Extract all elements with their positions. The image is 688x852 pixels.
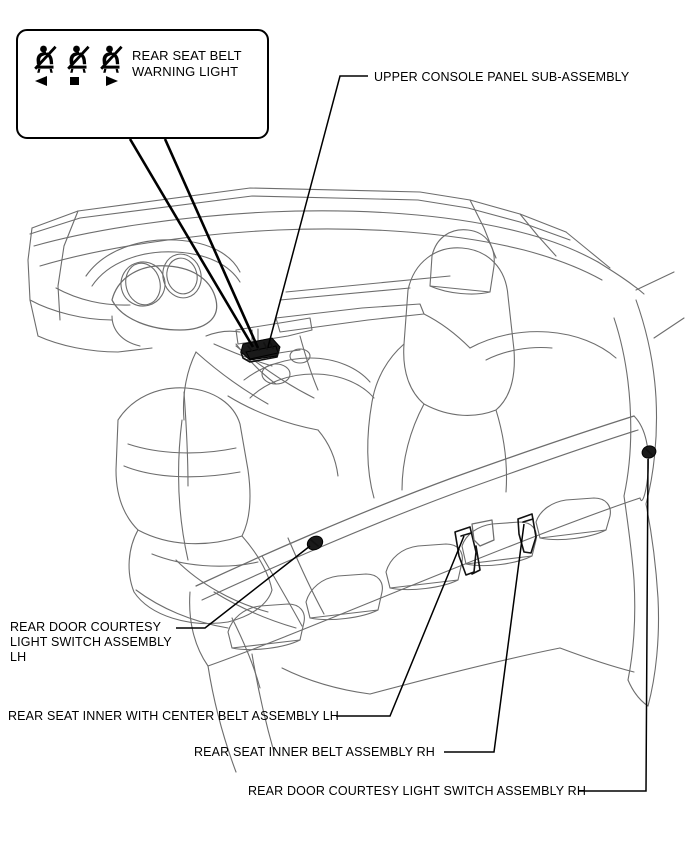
label-upper-console-panel: UPPER CONSOLE PANEL SUB-ASSEMBLY	[374, 70, 630, 84]
label-rear-door-courtesy-rh: REAR DOOR COURTESY LIGHT SWITCH ASSEMBLY…	[248, 784, 586, 798]
label-rear-seat-inner-belt-rh: REAR SEAT INNER BELT ASSEMBLY RH	[194, 745, 435, 759]
rear-door-courtesy-light-switch-assembly-lh-part	[306, 535, 324, 551]
callout-label-line1: REAR SEAT BELT	[132, 48, 242, 63]
seat-belt-warning-icon-center	[67, 45, 90, 73]
label-rear-door-courtesy-lh-line3: LH	[10, 650, 27, 664]
left-triangle-marker-icon	[35, 76, 47, 86]
callout-label-line2: WARNING LIGHT	[132, 64, 239, 79]
center-console-group	[183, 330, 375, 477]
rear-seat-inner-with-center-belt-assembly-lh-part	[454, 519, 495, 576]
rear-seat-belt-warning-light-callout	[16, 29, 269, 139]
label-rear-seat-inner-center-belt-lh: REAR SEAT INNER WITH CENTER BELT ASSEMBL…	[8, 709, 339, 723]
seat-belt-warning-icon-right	[100, 45, 123, 73]
seat-belt-warning-icon-left	[34, 45, 57, 73]
right-triangle-marker-icon	[106, 76, 118, 86]
square-marker-icon	[70, 77, 79, 85]
seat-belt-warning-icon-center-column	[65, 44, 91, 87]
left-door-group	[135, 419, 325, 689]
rear-door-courtesy-light-switch-assembly-rh-part	[641, 445, 657, 459]
callout-tail	[128, 138, 260, 349]
rear-seat-group	[189, 271, 685, 773]
rear-seat-inner-belt-assembly-rh-part	[517, 513, 537, 554]
front-seats-group	[115, 229, 515, 625]
leader-lines	[176, 75, 649, 792]
label-rear-door-courtesy-lh-line2: LIGHT SWITCH ASSEMBLY	[10, 635, 172, 649]
seat-belt-warning-icon-right-column	[98, 44, 124, 87]
seat-belt-warning-icon-group	[32, 44, 124, 92]
seat-belt-warning-icon-left-column	[32, 44, 58, 87]
label-rear-door-courtesy-lh-line1: REAR DOOR COURTESY	[10, 620, 162, 634]
upper-console-panel-sub-assembly-part	[240, 337, 281, 363]
dashboard-group	[27, 187, 645, 391]
